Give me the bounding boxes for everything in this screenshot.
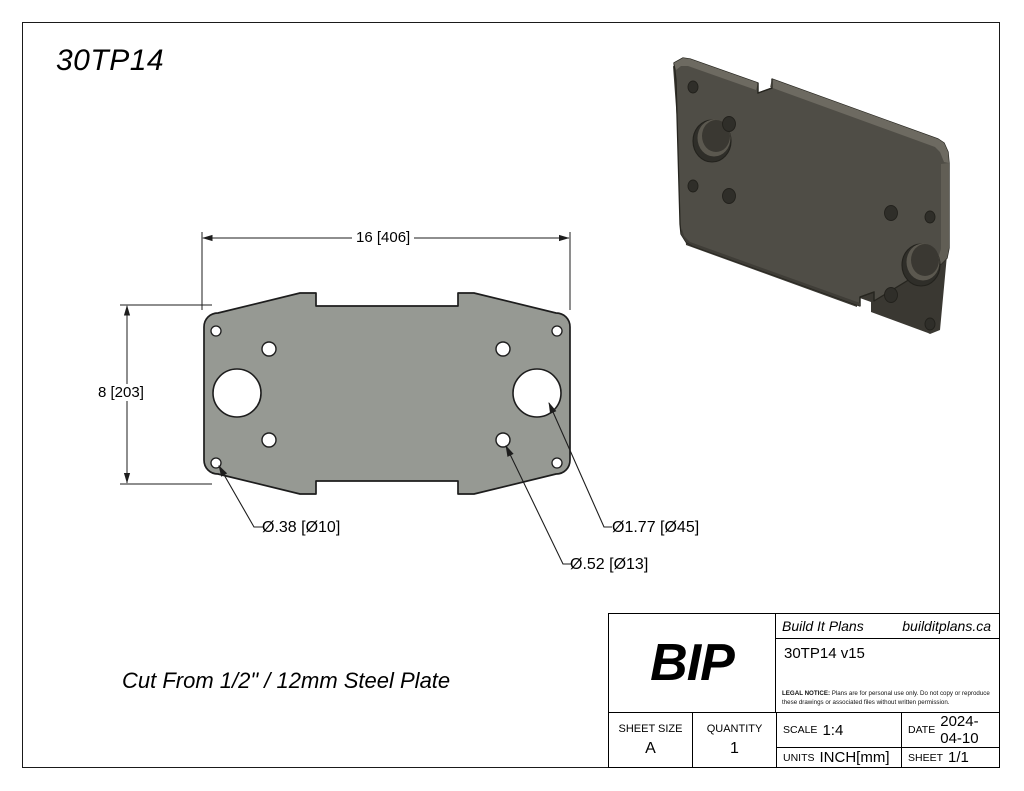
title-block-info: Build It Plans builditplans.ca 30TP14 v1… xyxy=(776,614,999,712)
brand-row: Build It Plans builditplans.ca xyxy=(776,614,999,639)
date-value: 2024-04-10 xyxy=(940,713,979,747)
units-cell: UNITS INCH[mm] xyxy=(777,748,902,767)
callout-large-holes-label: Ø1.77 [Ø45] xyxy=(612,519,700,536)
scale-label: SCALE xyxy=(783,724,818,736)
callout-corner-holes-label: Ø.38 [Ø10] xyxy=(262,519,341,536)
sheet-value: 1/1 xyxy=(948,749,969,766)
brand-website[interactable]: builditplans.ca xyxy=(902,618,991,634)
part-title: 30TP14 xyxy=(56,44,165,77)
title-block: BIP Build It Plans builditplans.ca 30TP1… xyxy=(608,613,1000,768)
scale-cell: SCALE 1:4 xyxy=(777,713,902,747)
dimension-width-label: 16 [406] xyxy=(352,229,415,246)
dimension-height-label: 8 [203] xyxy=(94,384,148,401)
scale-value: 1:4 xyxy=(822,721,844,739)
title-block-bottom: SHEET SIZE A QUANTITY 1 SCALE 1:4 DATE 2… xyxy=(609,713,999,767)
title-block-right: SCALE 1:4 DATE 2024-04-10 UNITS INCH[mm]… xyxy=(777,713,999,767)
title-block-top: BIP Build It Plans builditplans.ca 30TP1… xyxy=(609,614,999,713)
date-cell: DATE 2024-04-10 xyxy=(902,713,999,747)
date-label: DATE xyxy=(908,724,936,736)
quantity-cell: QUANTITY 1 xyxy=(693,713,777,767)
sheet-size-value: A xyxy=(645,739,656,757)
sheet-border-frame xyxy=(22,22,1000,768)
part-name-value: 30TP14 v15 xyxy=(784,645,865,662)
material-note: Cut From 1/2" / 12mm Steel Plate xyxy=(122,668,451,693)
sheet-size-label: SHEET SIZE xyxy=(618,722,683,735)
quantity-label: QUANTITY xyxy=(706,722,763,735)
units-label: UNITS xyxy=(783,751,815,764)
brand-name: Build It Plans xyxy=(782,618,864,634)
units-sheet-row: UNITS INCH[mm] SHEET 1/1 xyxy=(777,748,999,767)
scale-date-row: SCALE 1:4 DATE 2024-04-10 xyxy=(777,713,999,748)
company-logo: BIP xyxy=(609,614,776,712)
quantity-value: 1 xyxy=(730,739,739,757)
callout-mid-holes-label: Ø.52 [Ø13] xyxy=(570,556,649,573)
units-value: INCH[mm] xyxy=(819,749,890,766)
company-logo-text: BIP xyxy=(650,634,735,692)
legal-notice-text: Plans are for personal use only. Do not … xyxy=(782,689,990,707)
legal-notice-label: LEGAL NOTICE: xyxy=(782,689,831,697)
sheet-size-cell: SHEET SIZE A xyxy=(609,713,693,767)
legal-notice: LEGAL NOTICE: Plans are for personal use… xyxy=(776,689,999,712)
sheet-number-cell: SHEET 1/1 xyxy=(902,748,999,767)
sheet-label: SHEET xyxy=(908,751,944,764)
